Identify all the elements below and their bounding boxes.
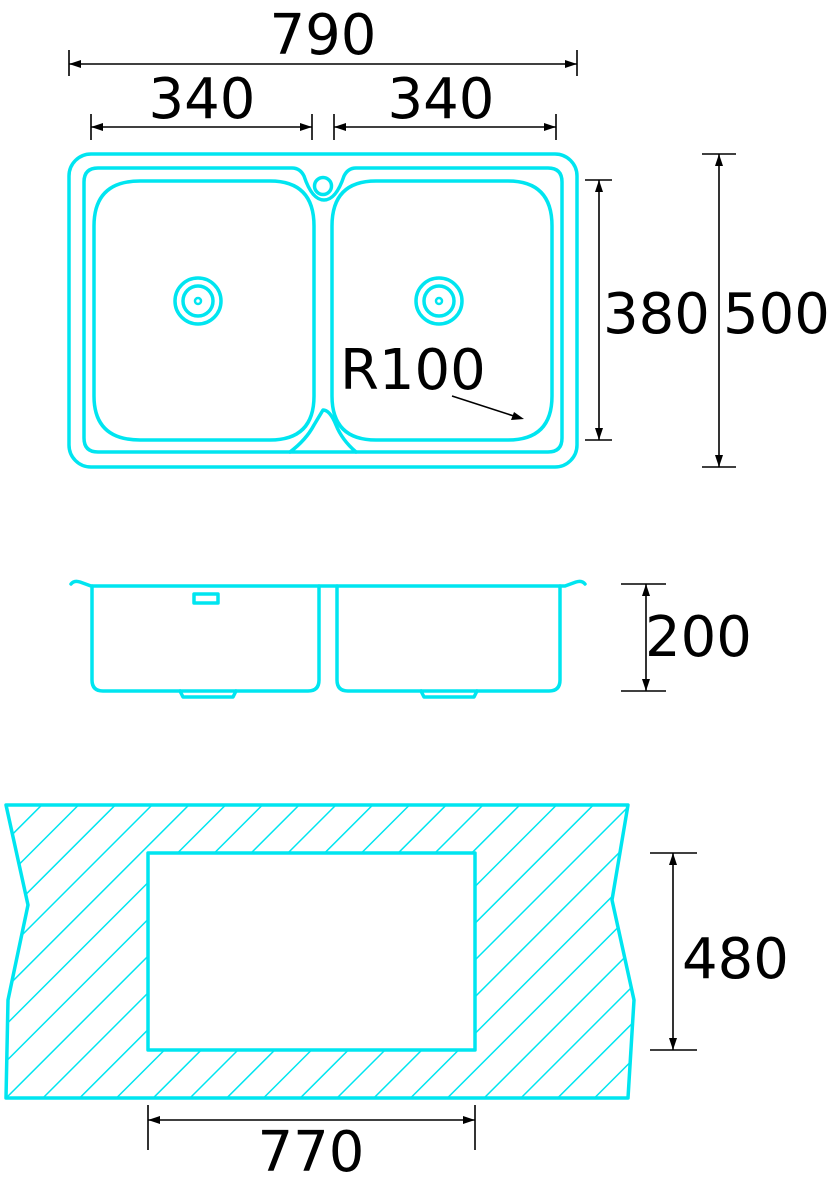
depth-label: 200 <box>645 605 752 670</box>
bowl-width-right-label: 340 <box>388 67 495 132</box>
cutout-width-label: 770 <box>258 1120 365 1185</box>
dimension-overall-length: 500 <box>702 153 828 468</box>
dimension-cutout-width: 770 <box>147 1105 476 1185</box>
sink-flange <box>69 579 587 588</box>
left-bowl <box>92 179 316 442</box>
left-bowl-profile <box>90 584 321 693</box>
dimension-bowl-length: 380 <box>585 179 710 441</box>
dimension-depth: 200 <box>621 583 752 692</box>
corner-radius-callout: R100 <box>340 338 524 420</box>
countertop-outline <box>4 803 636 1100</box>
overall-length-label: 500 <box>723 282 828 347</box>
dimension-bowl-width-right: 340 <box>333 67 557 140</box>
sink-inner-rim <box>82 166 564 454</box>
top-view: 790 340 340 380 <box>67 3 828 469</box>
bowl-length-label: 380 <box>603 282 710 347</box>
bowl-width-left-label: 340 <box>149 67 256 132</box>
cutout-view: 480 770 <box>4 803 789 1185</box>
cutout-length-label: 480 <box>682 927 789 992</box>
sink-outer-rim <box>67 152 579 469</box>
corner-radius-label: R100 <box>340 338 486 403</box>
dimension-cutout-length: 480 <box>650 852 789 1051</box>
side-view: 200 <box>69 579 752 699</box>
dimension-bowl-width-left: 340 <box>90 67 313 140</box>
left-drain-icon <box>173 276 223 326</box>
overall-width-label: 790 <box>270 3 377 68</box>
countertop-hatching <box>6 805 634 1098</box>
left-drain-stub <box>178 689 238 699</box>
right-drain-icon <box>414 276 464 326</box>
bowl-divider <box>288 408 358 454</box>
cutout-opening <box>146 851 477 1052</box>
right-bowl-profile <box>335 584 562 693</box>
right-bowl <box>330 179 554 442</box>
tap-hole <box>312 175 334 197</box>
overflow-slot <box>192 592 220 605</box>
dimension-overall-width: 790 <box>68 3 578 76</box>
right-drain-stub <box>419 689 479 699</box>
